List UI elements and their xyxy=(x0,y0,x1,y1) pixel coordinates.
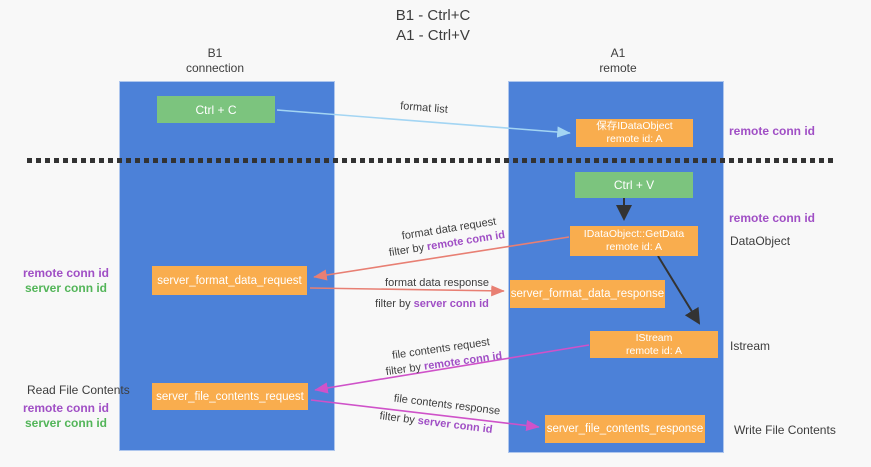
annotation-server-conn-id-left2: server conn id xyxy=(24,415,108,430)
node-istream: IStream remote id: A xyxy=(590,331,718,358)
annotation-remote-conn-id-mid: remote conn id xyxy=(729,211,816,225)
node-server-file-contents-response: server_file_contents_response xyxy=(545,415,705,443)
lifeline-header-a1: A1 remote xyxy=(558,46,678,76)
lifeline-header-b1: B1 connection xyxy=(155,46,275,76)
lifeline-b1-role: connection xyxy=(185,61,245,75)
label-filter-format-response: filter by server conn id xyxy=(375,298,489,310)
node-server-format-data-request-label: server_format_data_request xyxy=(157,274,302,287)
label-format-data-response: format data response xyxy=(385,277,489,289)
node-istream-line1: IStream xyxy=(635,331,673,344)
filter-by-text: filter by xyxy=(378,410,419,427)
annotation-dataobject: DataObject xyxy=(730,234,791,248)
node-idataobject-getdata: IDataObject::GetData remote id: A xyxy=(570,226,698,256)
title-line-1: B1 - Ctrl+C xyxy=(395,7,471,24)
filter-by-text: filter by xyxy=(375,298,414,310)
diagram-title: B1 - Ctrl+C A1 - Ctrl+V xyxy=(283,6,583,46)
node-idataobject-getdata-line1: IDataObject::GetData xyxy=(583,228,685,240)
title-line-2: A1 - Ctrl+V xyxy=(396,27,470,44)
annotation-server-conn-id-left1: server conn id xyxy=(24,280,108,295)
node-server-file-contents-response-label: server_file_contents_response xyxy=(546,423,704,435)
annotation-conn-ids-file: remote conn id server conn id xyxy=(20,401,112,430)
node-server-format-data-response: server_format_data_response xyxy=(510,280,665,308)
node-save-idataobject-line2: remote id: A xyxy=(606,133,663,145)
annotation-write-file-contents: Write File Contents xyxy=(734,423,836,437)
filter-server-conn-id: server conn id xyxy=(413,298,489,310)
node-server-format-data-request: server_format_data_request xyxy=(152,266,307,295)
node-save-idataobject: 保存IDataObject remote id: A xyxy=(576,119,693,147)
node-ctrl-c: Ctrl + C xyxy=(157,96,275,123)
filter-server-conn-id: server conn id xyxy=(417,414,494,436)
node-server-format-data-response-label: server_format_data_response xyxy=(510,288,665,300)
node-server-file-contents-request: server_file_contents_request xyxy=(152,383,308,410)
node-ctrl-v-label: Ctrl + V xyxy=(613,178,655,192)
label-format-list: format list xyxy=(399,100,449,116)
annotation-remote-conn-id-left2: remote conn id xyxy=(22,401,109,415)
node-ctrl-c-label: Ctrl + C xyxy=(195,102,237,117)
node-idataobject-getdata-line2: remote id: A xyxy=(605,241,663,253)
annotation-conn-ids-format: remote conn id server conn id xyxy=(20,266,112,295)
node-save-idataobject-line1: 保存IDataObject xyxy=(596,120,673,132)
lifeline-a1-name: A1 xyxy=(610,46,626,60)
filter-by-text: filter by xyxy=(388,241,429,260)
lifeline-a1-role: remote xyxy=(599,61,637,75)
node-ctrl-v: Ctrl + V xyxy=(575,172,693,198)
phase-separator-line xyxy=(27,158,836,163)
lifeline-b1-name: B1 xyxy=(207,46,223,60)
node-server-file-contents-request-label: server_file_contents_request xyxy=(156,390,304,403)
annotation-istream: Istream xyxy=(730,339,771,353)
node-istream-line2: remote id: A xyxy=(625,344,683,357)
annotation-read-file-contents: Read File Contents xyxy=(27,383,130,397)
annotation-remote-conn-id-top: remote conn id xyxy=(729,124,816,138)
annotation-remote-conn-id-left1: remote conn id xyxy=(22,266,109,280)
filter-by-text: filter by xyxy=(385,360,425,379)
